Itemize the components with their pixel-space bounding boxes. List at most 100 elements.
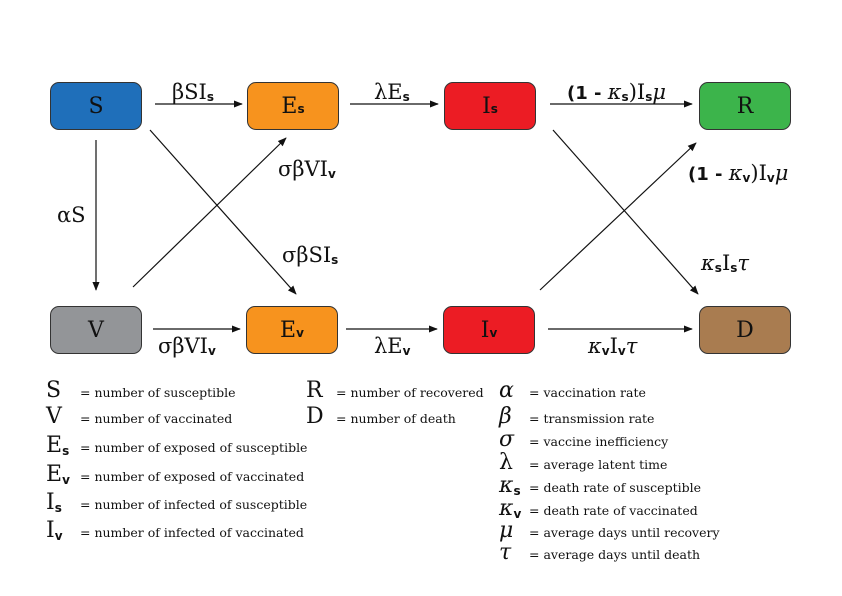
label-iv-to-r-i-sub: v — [766, 171, 775, 185]
legend-beta: β= transmission rate — [499, 404, 654, 429]
legend-kappa-v: κv = death rate of vaccinated — [499, 496, 698, 521]
legend-v-text: = number of vaccinated — [80, 411, 233, 426]
label-is-to-r-d: )I — [628, 80, 646, 104]
legend-is-symbol: Is — [46, 490, 76, 515]
node-ev-sub: v — [296, 326, 304, 340]
label-es-to-is-sub: s — [402, 90, 410, 104]
legend-beta-text: = transmission rate — [529, 411, 655, 426]
legend-ev: Ev = number of exposed of vaccinated — [46, 462, 304, 487]
legend-ev-symbol-sub: v — [62, 473, 70, 487]
arrow-is-to-d — [552, 129, 699, 295]
legend-r-symbol: R — [306, 378, 323, 403]
label-v-to-ev-sub: v — [207, 344, 216, 358]
label-is-to-d-i: I — [721, 251, 731, 275]
legend-iv: Iv= number of infected of vaccinated — [46, 518, 304, 543]
legend-kappa-s-symbol-main: κ — [499, 473, 514, 498]
legend-es-symbol-main: E — [46, 433, 63, 458]
legend-is-symbol-sub: s — [54, 501, 62, 515]
legend-d-symbol: D — [306, 404, 324, 429]
legend-sigma-text: = vaccine inefficiency — [529, 434, 669, 449]
node-iv-label: I — [480, 317, 490, 343]
label-iv-to-r-mu: μ — [774, 161, 789, 185]
legend-ev-text: = number of exposed of vaccinated — [80, 469, 305, 484]
node-d: D — [699, 306, 791, 354]
arrow-v-to-es — [132, 137, 287, 288]
label-ev-to-iv-sub: v — [402, 344, 411, 358]
node-is-label: I — [482, 93, 491, 119]
node-ev-label: E — [280, 317, 297, 343]
node-es-label: E — [281, 93, 298, 119]
label-is-to-r-kappa: κ — [607, 80, 622, 104]
label-v-to-ev-main: σβVI — [158, 334, 208, 358]
legend-d: D = number of death — [306, 404, 456, 429]
node-s: S — [50, 82, 142, 130]
label-is-to-r-mu: μ — [652, 80, 667, 104]
label-iv-to-d-i-sub: v — [617, 344, 626, 358]
label-v-to-es-main: σβVI — [278, 157, 328, 181]
legend-kappa-s-symbol-sub: s — [513, 484, 521, 498]
label-s-to-ev-main: σβSI — [282, 243, 332, 267]
label-es-to-is: λEs — [374, 80, 410, 104]
legend-kappa-s-symbol: κs — [499, 473, 525, 498]
node-iv-sub: v — [489, 326, 498, 340]
node-d-label: D — [736, 317, 754, 343]
legend-sigma: σ= vaccine inefficiency — [499, 427, 668, 452]
legend-ev-symbol: Ev — [46, 462, 76, 487]
legend-mu: μ= average days until recovery — [499, 518, 720, 543]
legend-kappa-v-text: = death rate of vaccinated — [529, 503, 698, 518]
label-v-to-ev: σβVIv — [158, 334, 216, 358]
legend-s-symbol: S — [46, 378, 62, 403]
legend-kappa-s-text: = death rate of susceptible — [529, 480, 701, 495]
legend-kappa-v-symbol-main: κ — [499, 496, 514, 521]
label-iv-to-d-i: I — [609, 334, 618, 358]
node-r: R — [699, 82, 791, 130]
label-v-to-es-sub: v — [327, 167, 336, 181]
label-iv-to-r-kappa-sub: v — [742, 171, 751, 185]
legend-es-symbol: Es — [46, 433, 76, 458]
label-s-to-ev-sub: s — [331, 253, 339, 267]
legend-s-text: = number of susceptible — [80, 385, 236, 400]
label-s-to-v: αS — [57, 205, 86, 226]
legend-s: S = number of susceptible — [46, 378, 236, 403]
label-is-to-d-kappa: κ — [701, 251, 715, 275]
node-es-sub: s — [297, 102, 305, 116]
label-s-to-es-main: βSI — [172, 80, 207, 104]
node-is-sub: s — [490, 102, 498, 116]
legend-is-symbol-main: I — [46, 490, 55, 515]
legend-kappa-v-symbol: κv — [499, 496, 525, 521]
legend-lambda: λ= average latent time — [499, 450, 667, 475]
label-is-to-d-kappa-sub: s — [714, 261, 722, 275]
label-s-to-es-sub: s — [206, 90, 214, 104]
node-r-label: R — [736, 93, 754, 119]
legend-alpha-symbol: α — [499, 378, 514, 403]
legend-v-symbol: V — [46, 404, 62, 429]
arrow-iv-to-r — [539, 142, 697, 291]
label-s-to-ev: σβSIs — [282, 243, 339, 267]
legend-tau-text: = average days until death — [529, 547, 701, 562]
legend-r-text: = number of recovered — [336, 385, 484, 400]
label-iv-to-r: (1 - κv)Ivμ — [688, 161, 789, 185]
legend-lambda-text: = average latent time — [529, 457, 668, 472]
legend-es-symbol-sub: s — [62, 444, 70, 458]
legend-kappa-s: κs = death rate of susceptible — [499, 473, 701, 498]
label-is-to-d: κsIsτ — [701, 251, 750, 275]
label-es-to-is-main: λE — [374, 80, 403, 104]
label-is-to-r-i-sub: s — [645, 90, 653, 104]
legend-r: R = number of recovered — [306, 378, 484, 403]
node-v-label: V — [88, 317, 104, 343]
label-is-to-d-tau: τ — [737, 251, 750, 275]
label-iv-to-r-kappa: κ — [728, 161, 743, 185]
legend-is-text: = number of infected of susceptible — [80, 497, 308, 512]
legend-d-text: = number of death — [336, 411, 456, 426]
legend-ev-symbol-main: E — [46, 462, 63, 487]
label-iv-to-r-d: )I — [750, 161, 767, 185]
node-v: V — [50, 306, 142, 354]
legend-v: V = number of vaccinated — [46, 404, 232, 429]
legend-iv-symbol-sub: v — [54, 529, 63, 543]
label-ev-to-iv: λEv — [374, 336, 411, 358]
label-is-to-r: (1 - κs)Isμ — [567, 80, 667, 104]
label-is-to-r-a: (1 - — [567, 83, 608, 104]
legend-alpha: α= vaccination rate — [499, 378, 646, 403]
